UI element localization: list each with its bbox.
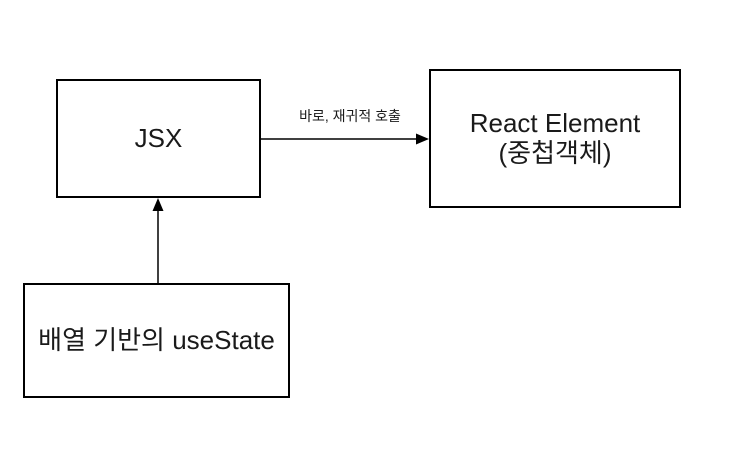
node-react-element: React Element (중첩객체) bbox=[429, 69, 681, 208]
node-react-element-label-line2: (중첩객체) bbox=[498, 137, 612, 168]
arrow-usestate-to-jsx bbox=[152, 198, 164, 283]
node-jsx: JSX bbox=[56, 79, 261, 198]
node-react-element-label-line1: React Element bbox=[469, 107, 641, 138]
node-jsx-label: JSX bbox=[134, 122, 183, 153]
node-usestate: 배열 기반의 useState bbox=[23, 283, 290, 398]
edge-label-jsx-to-react-element: 바로, 재귀적 호출 bbox=[299, 108, 401, 124]
arrow-jsx-to-react-element bbox=[261, 133, 429, 145]
node-usestate-label: 배열 기반의 useState bbox=[38, 324, 275, 355]
